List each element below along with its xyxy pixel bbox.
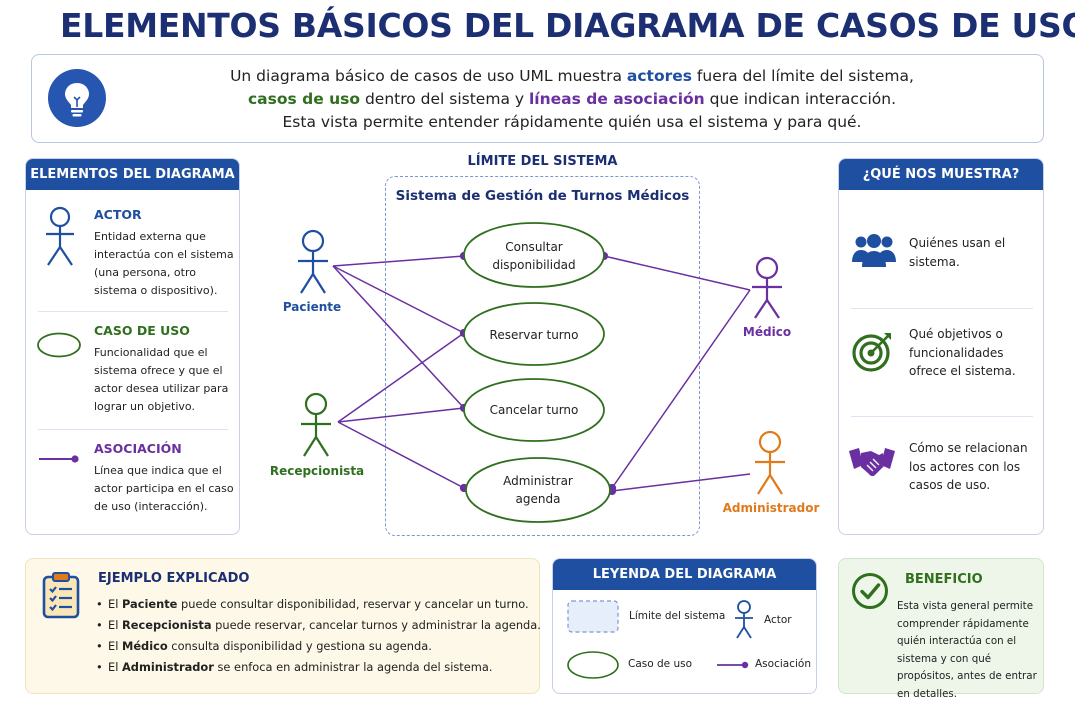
shows-header: ¿QUÉ NOS MUESTRA? bbox=[839, 159, 1043, 190]
legend-header: LEYENDA DEL DIAGRAMA bbox=[553, 559, 816, 590]
system-name: Sistema de Gestión de Turnos Médicos bbox=[395, 188, 690, 204]
shows-item-users: Quiénes usan el sistema. bbox=[909, 236, 1006, 269]
actor-icon bbox=[46, 206, 74, 266]
intro-actors: actores bbox=[626, 67, 692, 85]
use-case-cancelar-shape bbox=[463, 378, 605, 442]
system-boundary: Sistema de Gestión de Turnos Médicos bbox=[385, 176, 700, 536]
actor-medico-figure bbox=[752, 256, 782, 319]
system-boundary-label: LÍMITE DEL SISTEMA bbox=[467, 154, 618, 169]
check-circle-icon bbox=[852, 573, 888, 609]
use-case-cancelar: Cancelar turno bbox=[489, 403, 579, 417]
element-use-case-name: CASO DE USO bbox=[94, 323, 190, 338]
actor-recepcionista-label: Recepcionista bbox=[269, 464, 365, 478]
use-case-reservar: Reservar turno bbox=[489, 328, 579, 342]
handshake-icon bbox=[849, 448, 895, 477]
use-case-administrar-shape bbox=[465, 457, 611, 523]
legend-actor-figure bbox=[735, 600, 753, 639]
list-item: El Paciente puede consultar disponibilid… bbox=[96, 594, 541, 615]
actor-recepcionista-figure bbox=[301, 392, 331, 457]
benefit-panel: BENEFICIO Esta vista general permite com… bbox=[838, 558, 1044, 700]
actor-paciente-label: Paciente bbox=[282, 300, 342, 314]
assoc-recep-reservar bbox=[337, 332, 465, 423]
elements-header: ELEMENTOS DEL DIAGRAMA bbox=[26, 159, 239, 190]
clipboard-checklist-icon bbox=[42, 572, 80, 619]
intro-associations: líneas de asociación bbox=[528, 90, 705, 108]
element-actor-name: ACTOR bbox=[94, 207, 142, 222]
legend-boundary-label: Límite del sistema bbox=[629, 610, 726, 622]
divider bbox=[38, 311, 228, 312]
legend-panel: LEYENDA DEL DIAGRAMA Límite del sistema … bbox=[552, 558, 817, 694]
actor-medico-label: Médico bbox=[742, 325, 792, 339]
divider bbox=[851, 416, 1033, 417]
list-item: El Médico consulta disponibilidad y gest… bbox=[96, 636, 541, 657]
assoc-medico-consultar bbox=[603, 255, 751, 291]
actor-administrador-figure bbox=[755, 430, 785, 495]
intro-box: Un diagrama básico de casos de uso UML m… bbox=[31, 54, 1044, 143]
legend-use-case-label: Caso de uso bbox=[628, 658, 693, 670]
element-association-name: ASOCIACIÓN bbox=[94, 441, 182, 456]
legend-use-case-swatch bbox=[567, 651, 619, 679]
list-item: El Administrador se enfoca en administra… bbox=[96, 657, 541, 678]
page-title: ELEMENTOS BÁSICOS DEL DIAGRAMA DE CASOS … bbox=[60, 6, 1075, 45]
assoc-paciente-cancelar bbox=[332, 265, 465, 409]
users-icon bbox=[852, 234, 896, 267]
intro-use-cases: casos de uso bbox=[247, 90, 361, 108]
element-actor-desc: Entidad externa que interactúa con el si… bbox=[94, 230, 234, 297]
divider bbox=[38, 429, 228, 430]
elements-panel: ELEMENTOS DEL DIAGRAMA ACTOR Entidad ext… bbox=[25, 158, 240, 535]
shows-item-relations: Cómo se relacionan los actores con los c… bbox=[909, 441, 1028, 492]
example-panel: EJEMPLO EXPLICADO El Paciente puede cons… bbox=[25, 558, 541, 694]
intro-text: Un diagrama básico de casos de uso UML m… bbox=[230, 67, 914, 131]
assoc-paciente-consultar bbox=[332, 255, 465, 267]
benefit-text: Esta vista general permite comprender rá… bbox=[897, 600, 1037, 700]
legend-actor-label: Actor bbox=[764, 614, 792, 626]
legend-shapes bbox=[567, 600, 753, 679]
association-icon bbox=[39, 455, 79, 463]
use-case-icon bbox=[37, 332, 81, 358]
element-association-desc: Línea que indica que el actor participa … bbox=[94, 464, 234, 513]
actor-administrador-label: Administrador bbox=[722, 501, 820, 515]
example-list: El Paciente puede consultar disponibilid… bbox=[96, 594, 541, 678]
element-use-case-desc: Funcionalidad que el sistema ofrece y qu… bbox=[94, 346, 229, 413]
lightbulb-icon bbox=[48, 69, 106, 127]
legend-boundary-swatch bbox=[567, 600, 619, 633]
example-title: EJEMPLO EXPLICADO bbox=[98, 571, 250, 586]
list-item: El Recepcionista puede reservar, cancela… bbox=[96, 615, 541, 636]
shows-panel: ¿QUÉ NOS MUESTRA? Quiénes usan el sistem… bbox=[838, 158, 1044, 535]
assoc-recep-cancelar bbox=[337, 407, 465, 423]
actor-paciente-figure bbox=[298, 229, 328, 294]
benefit-title: BENEFICIO bbox=[905, 572, 983, 587]
legend-association-label: Asociación bbox=[755, 658, 811, 670]
assoc-paciente-reservar bbox=[332, 265, 465, 334]
use-case-consultar-shape bbox=[463, 222, 605, 288]
divider bbox=[851, 308, 1033, 309]
assoc-medico-administrar bbox=[611, 289, 751, 489]
shows-item-objectives: Qué objetivos o funcionalidades ofrece e… bbox=[909, 327, 1016, 378]
assoc-admin-administrar bbox=[611, 473, 751, 492]
target-icon bbox=[852, 333, 891, 372]
assoc-recep-administrar bbox=[337, 421, 465, 489]
use-case-reservar-shape bbox=[463, 302, 605, 366]
